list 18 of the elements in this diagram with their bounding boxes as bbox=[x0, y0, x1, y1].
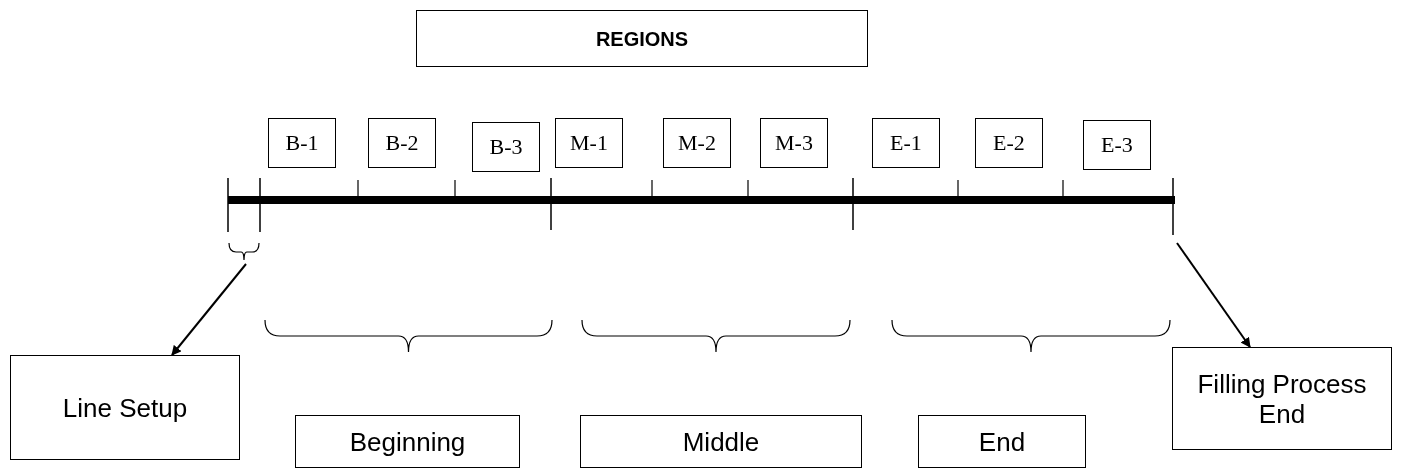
segment-box: B-2 bbox=[368, 118, 436, 168]
region-box: Beginning bbox=[295, 415, 520, 468]
region-box: End bbox=[918, 415, 1086, 468]
segment-box: E-3 bbox=[1083, 120, 1151, 170]
segment-box: M-2 bbox=[663, 118, 731, 168]
bracket bbox=[228, 242, 260, 261]
region-box: Middle bbox=[580, 415, 862, 468]
segment-box: B-3 bbox=[472, 122, 540, 172]
segment-box: E-2 bbox=[975, 118, 1043, 168]
segment-box: B-1 bbox=[268, 118, 336, 168]
segment-box: E-1 bbox=[872, 118, 940, 168]
arrow bbox=[171, 263, 247, 356]
heading-box: REGIONS bbox=[416, 10, 868, 67]
segment-box: M-1 bbox=[555, 118, 623, 168]
arrow bbox=[1176, 242, 1251, 348]
process-box: Filling Process End bbox=[1172, 347, 1392, 450]
segment-box: M-3 bbox=[760, 118, 828, 168]
process-box: Line Setup bbox=[10, 355, 240, 460]
